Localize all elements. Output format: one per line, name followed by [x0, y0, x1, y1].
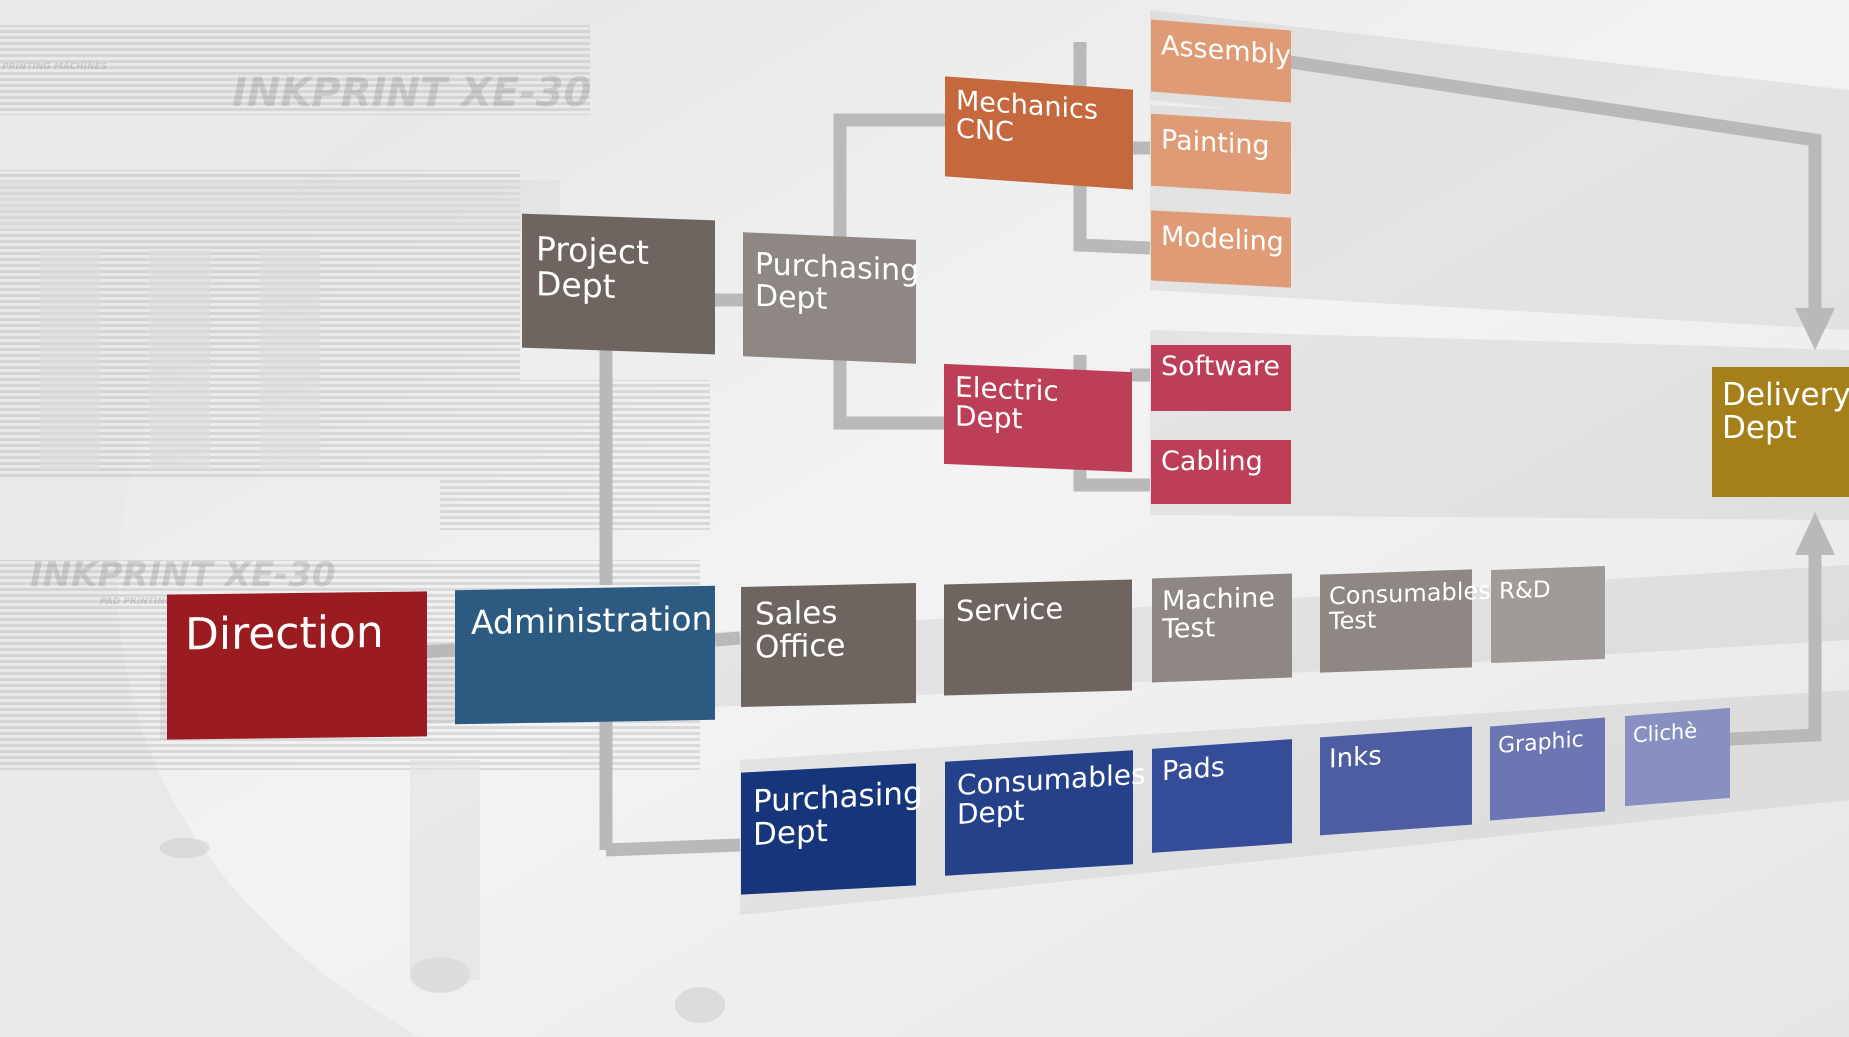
graphic-label: Graphic	[1498, 727, 1584, 759]
painting-box: Painting	[1151, 113, 1291, 195]
consumables-dept-box: Consumables Dept	[945, 750, 1146, 876]
watermark-brand-top: INKPRINT XE-30	[232, 70, 592, 116]
machine-test-label-line1: Machine	[1162, 582, 1276, 618]
pads-box: Pads	[1152, 739, 1292, 853]
service-box: Service	[944, 579, 1132, 696]
software-label: Software	[1161, 351, 1281, 382]
sales-office-box: Sales Office	[741, 583, 916, 707]
cabling-label: Cabling	[1161, 446, 1263, 477]
rnd-label: R&D	[1499, 576, 1551, 605]
painting-label: Painting	[1161, 124, 1270, 162]
pads-label: Pads	[1162, 751, 1225, 788]
assembly-box: Assembly	[1151, 19, 1292, 103]
consumables-test-label-line1: Consumables	[1329, 576, 1491, 611]
consumables-test-label-line2: Test	[1329, 605, 1377, 636]
assembly-label: Assembly	[1161, 30, 1292, 72]
arrow-down-icon	[1795, 308, 1835, 350]
modeling-box: Modeling	[1151, 210, 1291, 288]
cabling-box: Cabling	[1151, 440, 1291, 504]
inks-box: Inks	[1320, 726, 1472, 836]
machine-test-box: Machine Test	[1152, 573, 1292, 683]
purchasing-dept-bottom-box: Purchasing Dept	[741, 763, 923, 895]
software-box: Software	[1151, 345, 1291, 411]
purchasing-dept-top-box: Purchasing Dept	[743, 232, 919, 364]
cliche-label: Clichè	[1633, 718, 1698, 748]
project-dept-label-line2: Dept	[536, 263, 616, 306]
project-dept-box: Project Dept	[522, 213, 715, 355]
inks-label: Inks	[1329, 740, 1382, 775]
delivery-dept-box: Delivery Dept	[1712, 367, 1849, 497]
delivery-dept-label-line1: Delivery	[1722, 377, 1849, 413]
mechanics-cnc-box: Mechanics CNC	[945, 76, 1133, 190]
direction-box: Direction	[167, 591, 427, 740]
direction-label: Direction	[185, 606, 384, 661]
service-label: Service	[956, 591, 1064, 629]
watermark-caption-top: PRINTING MACHINES	[2, 62, 108, 72]
arrow-up-icon	[1795, 512, 1835, 555]
purchasing-dept-bottom-label-line1: Purchasing	[753, 775, 923, 820]
cliche-box: Clichè	[1625, 707, 1730, 807]
rnd-box: R&D	[1491, 566, 1605, 663]
electric-dept-box: Electric Dept	[944, 363, 1132, 473]
machine-test-label-line2: Test	[1162, 612, 1216, 646]
delivery-dept-label-line2: Dept	[1722, 409, 1797, 446]
sales-office-label-line1: Sales	[755, 594, 838, 633]
modeling-label: Modeling	[1161, 220, 1284, 259]
graphic-box: Graphic	[1490, 717, 1605, 821]
administration-label: Administration	[471, 598, 713, 642]
administration-box: Administration	[455, 585, 715, 725]
purchasing-dept-bottom-label-line2: Dept	[753, 812, 828, 853]
consumables-test-box: Consumables Test	[1320, 569, 1491, 673]
watermark-caption-bottom: PAD PRINTING MACHINES	[100, 597, 229, 607]
electric-dept-label-line2: Dept	[955, 399, 1023, 436]
sales-office-label-line2: Office	[755, 627, 846, 666]
watermark-brand-bottom: INKPRINT XE-30	[30, 555, 336, 595]
